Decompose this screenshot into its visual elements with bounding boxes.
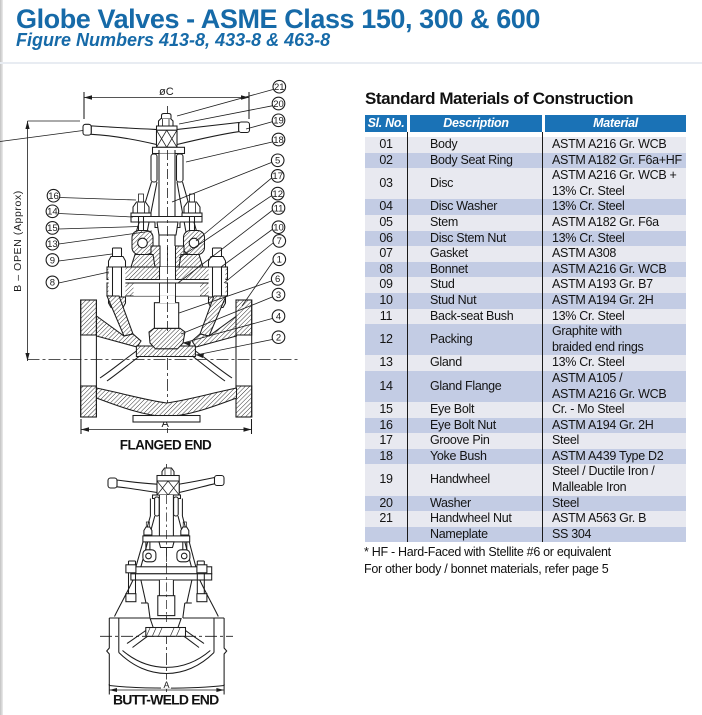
svg-text:13: 13 <box>47 239 58 250</box>
svg-text:4: 4 <box>276 311 281 322</box>
svg-text:7: 7 <box>277 236 282 247</box>
svg-text:8: 8 <box>50 278 55 289</box>
svg-text:A: A <box>162 418 170 430</box>
svg-text:15: 15 <box>47 223 58 234</box>
svg-text:19: 19 <box>273 116 284 127</box>
svg-text:17: 17 <box>272 171 283 182</box>
svg-text:21: 21 <box>274 82 285 93</box>
svg-text:A: A <box>164 680 170 690</box>
svg-text:11: 11 <box>274 203 284 214</box>
svg-text:2: 2 <box>276 333 281 344</box>
svg-text:BUTT-WELD END: BUTT-WELD END <box>113 692 219 708</box>
svg-text:10: 10 <box>273 223 284 234</box>
svg-text:FLANGED END: FLANGED END <box>120 438 212 453</box>
svg-text:1: 1 <box>277 255 282 266</box>
svg-text:5: 5 <box>275 156 280 167</box>
svg-text:12: 12 <box>272 189 283 200</box>
svg-text:20: 20 <box>273 99 284 110</box>
svg-text:9: 9 <box>50 255 55 266</box>
svg-text:16: 16 <box>48 191 59 202</box>
svg-text:6: 6 <box>275 274 280 285</box>
svg-text:øC: øC <box>159 86 174 98</box>
svg-text:3: 3 <box>276 290 281 301</box>
svg-text:B – OPEN (Approx): B – OPEN (Approx) <box>12 190 24 292</box>
svg-text:14: 14 <box>47 207 58 218</box>
svg-text:18: 18 <box>273 135 284 146</box>
